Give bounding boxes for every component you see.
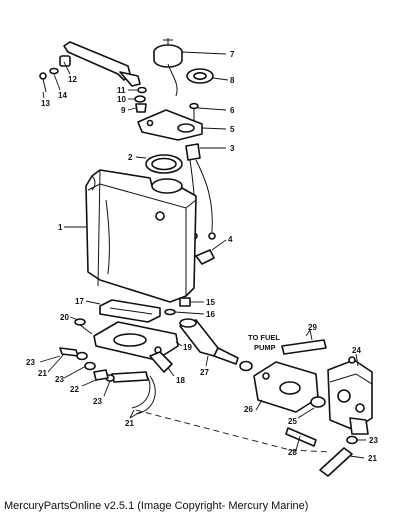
callout-23-d[interactable]: 23 xyxy=(369,436,378,445)
fitting-9-part[interactable] xyxy=(135,103,147,113)
oil-tank-exploded-diagram: 7 8 6 5 3 4 2 1 11 10 9 12 14 13 15 16 1… xyxy=(26,38,378,477)
base-tray-part[interactable] xyxy=(99,299,161,323)
wire-clip-part[interactable] xyxy=(195,249,215,265)
gasket-ring-part[interactable] xyxy=(186,68,214,84)
callout-23-a[interactable]: 23 xyxy=(26,358,35,367)
callout-24[interactable]: 24 xyxy=(352,346,361,355)
fuel-pump-note-line1: TO FUEL xyxy=(248,333,280,342)
fuel-pump-note-line2: PUMP xyxy=(254,343,276,352)
callout-12[interactable]: 12 xyxy=(68,75,77,84)
callout-28[interactable]: 28 xyxy=(288,448,297,457)
callout-27[interactable]: 27 xyxy=(200,368,209,377)
adapter-block-part[interactable] xyxy=(253,361,319,413)
callout-18[interactable]: 18 xyxy=(176,376,185,385)
callout-20[interactable]: 20 xyxy=(60,313,69,322)
screw-13-part[interactable] xyxy=(39,72,47,93)
clamp-15-part[interactable] xyxy=(179,297,191,307)
callout-4[interactable]: 4 xyxy=(228,235,233,244)
callout-16[interactable]: 16 xyxy=(206,310,215,319)
washer-14-part[interactable] xyxy=(49,67,59,75)
callout-2[interactable]: 2 xyxy=(128,153,133,162)
hose-18-part[interactable] xyxy=(149,351,173,373)
callout-13[interactable]: 13 xyxy=(41,99,50,108)
mounting-bracket-part[interactable] xyxy=(137,109,203,141)
bolt-20-part[interactable] xyxy=(74,318,93,335)
clamp-23-right-part[interactable] xyxy=(346,435,358,445)
callout-25[interactable]: 25 xyxy=(288,417,297,426)
callout-15[interactable]: 15 xyxy=(206,298,215,307)
callout-5[interactable]: 5 xyxy=(230,125,235,134)
callout-6[interactable]: 6 xyxy=(230,106,235,115)
oil-filter-part[interactable] xyxy=(179,318,239,365)
callout-22[interactable]: 22 xyxy=(70,385,79,394)
callout-26[interactable]: 26 xyxy=(244,405,253,414)
mounting-base-part[interactable] xyxy=(93,321,179,361)
image-caption: MercuryPartsOnline v2.5.1 (Image Copyrig… xyxy=(4,500,309,512)
callout-3[interactable]: 3 xyxy=(230,144,235,153)
callout-10[interactable]: 10 xyxy=(117,95,126,104)
callout-23-b[interactable]: 23 xyxy=(55,375,64,384)
hose-routing-line xyxy=(135,409,331,453)
filler-cap-part[interactable] xyxy=(153,38,183,97)
callout-9[interactable]: 9 xyxy=(121,106,126,115)
callout-21-c[interactable]: 21 xyxy=(368,454,377,463)
fitting-22-part[interactable] xyxy=(93,369,109,381)
pump-hose-29-part[interactable] xyxy=(281,339,327,355)
o-ring-26-part[interactable] xyxy=(239,360,253,372)
callout-8[interactable]: 8 xyxy=(230,76,235,85)
retaining-strap-part[interactable] xyxy=(59,41,141,87)
oil-tank-part[interactable] xyxy=(85,169,197,303)
fitting-10-part[interactable] xyxy=(134,95,146,103)
callout-11[interactable]: 11 xyxy=(117,86,126,95)
screw-6-part[interactable] xyxy=(189,102,199,126)
callout-17[interactable]: 17 xyxy=(75,297,84,306)
callout-1[interactable]: 1 xyxy=(58,223,63,232)
callout-7[interactable]: 7 xyxy=(230,50,235,59)
callout-23-c[interactable]: 23 xyxy=(93,397,102,406)
stud-28-part[interactable] xyxy=(285,427,317,447)
callout-14[interactable]: 14 xyxy=(58,91,67,100)
leader-lines xyxy=(39,51,366,459)
callout-21-b[interactable]: 21 xyxy=(125,419,134,428)
hose-21-long-part[interactable] xyxy=(131,373,156,415)
oil-pump-valve-part[interactable] xyxy=(327,356,373,435)
filler-neck-ring-part[interactable] xyxy=(145,154,183,174)
hose-21-right-part[interactable] xyxy=(319,447,353,477)
callout-19[interactable]: 19 xyxy=(183,343,192,352)
o-ring-25-part[interactable] xyxy=(310,396,326,408)
callout-29[interactable]: 29 xyxy=(308,323,317,332)
callout-21-a[interactable]: 21 xyxy=(38,369,47,378)
fitting-11-part[interactable] xyxy=(137,86,147,94)
grommet-16-part[interactable] xyxy=(164,308,176,316)
clamp-23-left-part[interactable] xyxy=(76,351,115,382)
